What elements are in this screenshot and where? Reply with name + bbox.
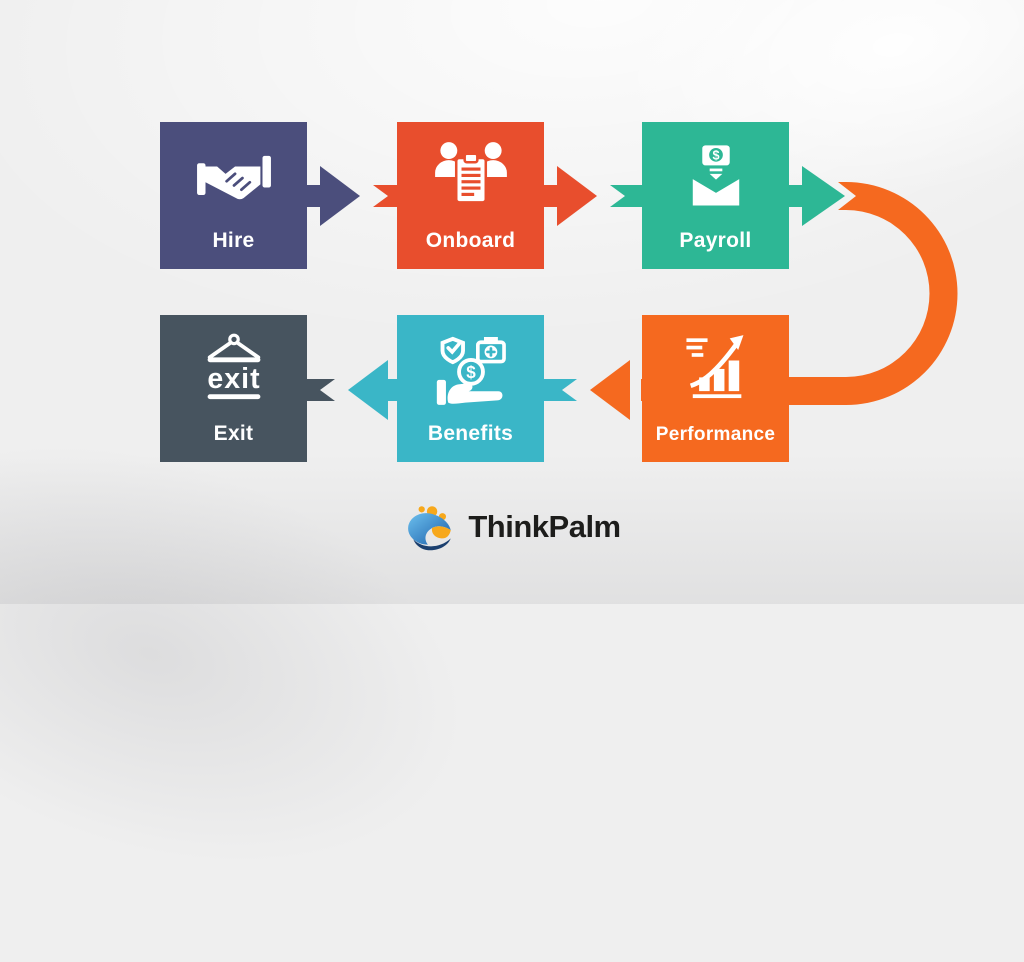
arrow-socket-icon (544, 379, 577, 401)
connector-performance-to-benefits (544, 360, 657, 420)
step-label: Hire (212, 229, 255, 252)
connector-payroll-to-loop (786, 166, 845, 226)
thinkpalm-logo-icon (408, 506, 452, 551)
exit-sign-text: exit (207, 363, 260, 395)
flow-connectors (304, 166, 958, 420)
arrow-right-icon (557, 166, 597, 226)
step-box-payroll: $ Payroll (642, 122, 789, 269)
handshake-icon (196, 139, 272, 220)
arrow-left-icon (590, 360, 630, 420)
arrow-right-icon (320, 166, 360, 226)
logo-blue-wave (408, 513, 452, 545)
connector-benefits-to-exit (305, 360, 400, 420)
benefits-hand-icon: $ (430, 332, 512, 419)
loop-curve-connector (787, 182, 958, 405)
dollar-symbol: $ (466, 363, 476, 382)
connector-hire-to-onboard (304, 166, 400, 226)
step-box-exit: exit Exit (160, 315, 307, 462)
thinkpalm-logo: ThinkPalm (0, 497, 1024, 557)
step-label: Benefits (427, 422, 514, 445)
arrow-socket-icon (610, 185, 646, 207)
step-box-hire: Hire (160, 122, 307, 269)
exit-sign-icon: exit (196, 332, 272, 413)
step-label: Payroll (679, 229, 752, 252)
arrow-right-icon (802, 166, 845, 226)
step-box-performance: Performance (642, 315, 789, 462)
arrow-socket-icon (373, 185, 400, 207)
arrow-socket-icon (305, 379, 335, 401)
logo-navy-wave (413, 538, 452, 551)
step-box-onboard: Onboard (397, 122, 544, 269)
step-label: Performance (655, 424, 776, 445)
onboarding-clipboard-icon (433, 139, 509, 220)
performance-chart-icon (678, 332, 754, 413)
connector-onboard-to-payroll (541, 166, 646, 226)
thinkpalm-wordmark: ThinkPalm (468, 509, 621, 544)
step-box-benefits: $ Benefits (397, 315, 544, 462)
step-label: Exit (213, 422, 254, 445)
dollar-symbol: $ (712, 149, 719, 163)
logo-yellow-wave (432, 526, 452, 539)
step-label: Onboard (425, 229, 516, 252)
payroll-envelope-icon: $ (678, 139, 754, 220)
arrow-left-icon (348, 360, 388, 420)
